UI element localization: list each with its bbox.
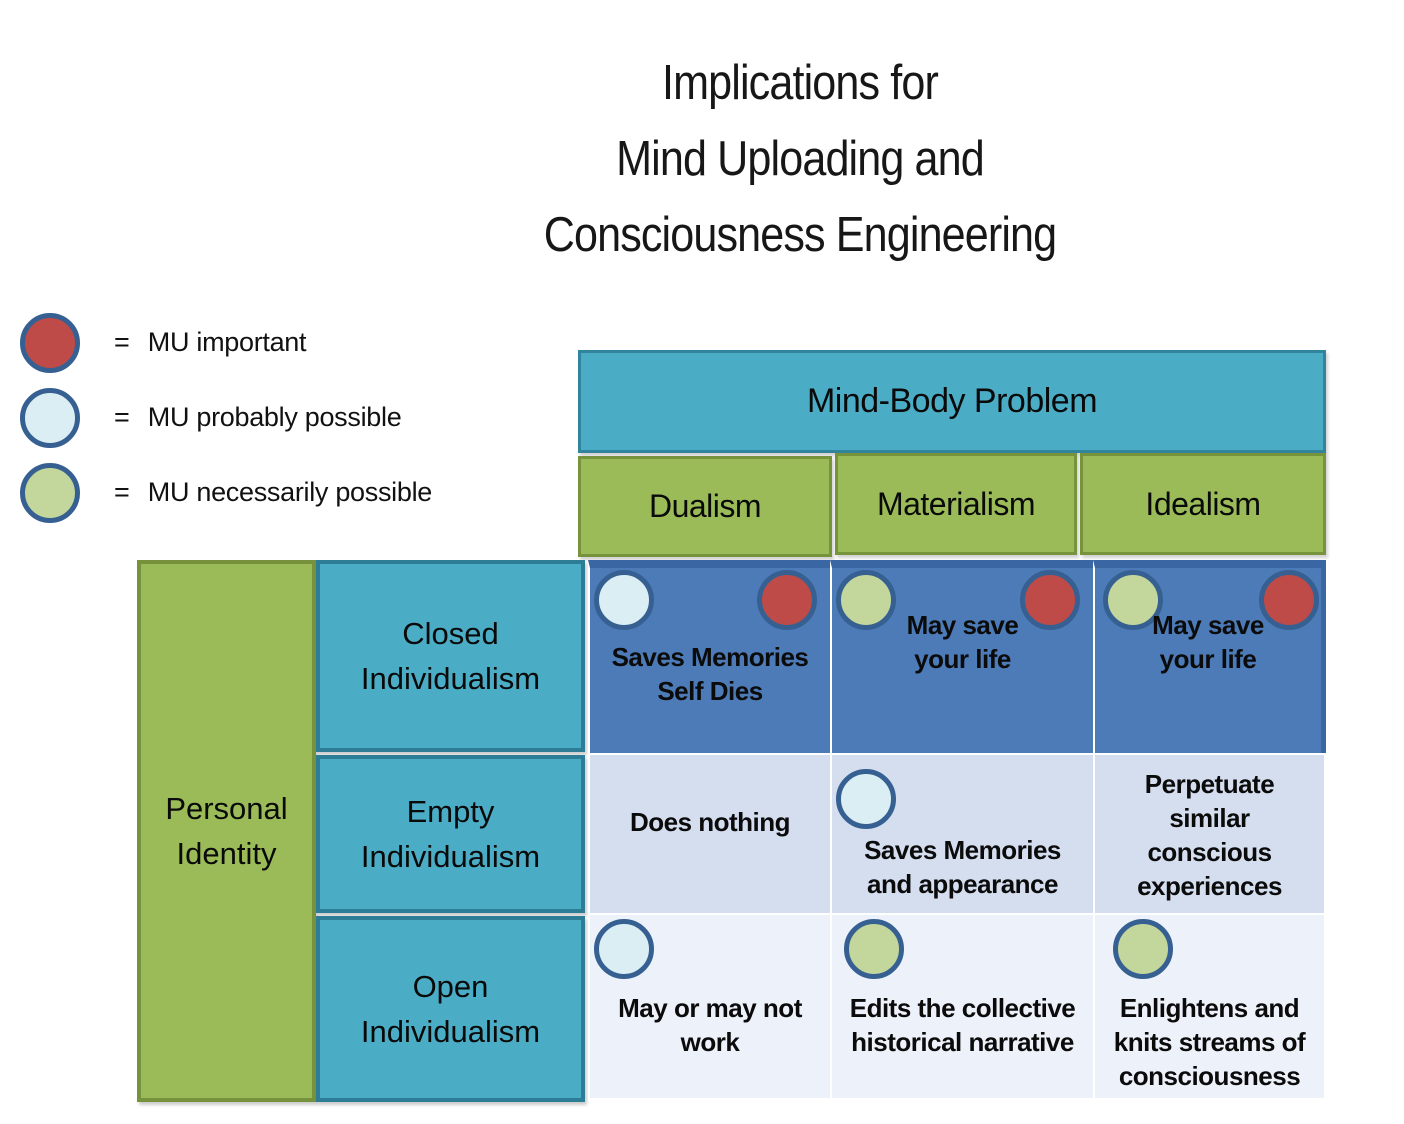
cell-open-dualism: May or may not work — [588, 913, 830, 1100]
row-header-closed-individualism: Closed Individualism — [316, 560, 585, 752]
row-group-header-personal-identity: Personal Identity — [137, 560, 316, 1102]
cell-text: May or may not work — [618, 993, 802, 1057]
row-header-open-individualism: Open Individualism — [316, 916, 585, 1102]
column-header-dualism: Dualism — [578, 456, 832, 557]
mu-important-circle — [757, 570, 817, 630]
slide-title: Implications for Mind Uploading and Cons… — [272, 45, 1328, 273]
mu-necessarily-possible-circle — [844, 919, 904, 979]
title-line-2: Mind Uploading and — [616, 132, 985, 186]
column-group-header-mind-body-problem: Mind-Body Problem — [578, 350, 1326, 453]
cell-markers — [1113, 919, 1173, 979]
cell-text: Enlightens and knits streams of consciou… — [1113, 993, 1306, 1091]
mu-necessarily-possible-circle — [1113, 919, 1173, 979]
equals-sign: = — [114, 402, 130, 432]
legend-label: MU probably possible — [147, 402, 402, 432]
cell-markers — [594, 919, 654, 979]
legend-item-mu-necessarily-possible: = MU necessarily possible — [20, 455, 432, 530]
cell-empty-dualism: Does nothing — [588, 753, 830, 913]
mu-important-circle — [20, 312, 80, 373]
cell-markers — [594, 570, 817, 630]
cell-text: May save your life — [1152, 610, 1264, 674]
cell-text: Perpetuate similar conscious experiences — [1137, 769, 1282, 901]
cell-empty-idealism: Perpetuate similar conscious experiences — [1093, 753, 1326, 913]
legend-label: MU necessarily possible — [147, 477, 433, 507]
mu-probably-possible-circle — [20, 387, 80, 448]
column-header-idealism: Idealism — [1080, 453, 1326, 555]
cell-text: Does nothing — [629, 807, 791, 837]
cell-text: Edits the collective historical narrativ… — [849, 993, 1076, 1057]
mu-necessarily-possible-circle — [20, 462, 80, 523]
mu-probably-possible-circle — [594, 570, 654, 630]
legend: = MU important = MU probably possible = … — [20, 305, 432, 530]
legend-item-mu-important: = MU important — [20, 305, 432, 380]
cell-markers — [844, 919, 904, 979]
legend-item-mu-probably-possible: = MU probably possible — [20, 380, 432, 455]
cell-open-idealism: Enlightens and knits streams of consciou… — [1093, 913, 1326, 1100]
mu-probably-possible-circle — [594, 919, 654, 979]
cell-open-materialism: Edits the collective historical narrativ… — [830, 913, 1093, 1100]
column-header-materialism: Materialism — [835, 453, 1077, 555]
title-line-1: Implications for — [662, 56, 939, 110]
mu-probably-possible-circle — [836, 769, 896, 829]
equals-sign: = — [114, 477, 130, 507]
cell-closed-dualism: Saves Memories Self Dies — [588, 560, 830, 753]
cell-text: May save your life — [906, 610, 1019, 674]
title-line-3: Consciousness Engineering — [543, 208, 1057, 262]
legend-label: MU important — [147, 327, 307, 357]
cell-empty-materialism: Saves Memories and appearance — [830, 753, 1093, 913]
equals-sign: = — [114, 327, 130, 357]
matrix-grid: Saves Memories Self Dies May save your l… — [588, 560, 1326, 1100]
row-header-empty-individualism: Empty Individualism — [316, 755, 585, 913]
cell-closed-materialism: May save your life — [830, 560, 1093, 753]
cell-closed-idealism: May save your life — [1093, 560, 1326, 753]
cell-markers — [836, 769, 896, 829]
cell-text: Saves Memories Self Dies — [611, 642, 809, 706]
cell-text: Saves Memories and appearance — [864, 835, 1061, 899]
